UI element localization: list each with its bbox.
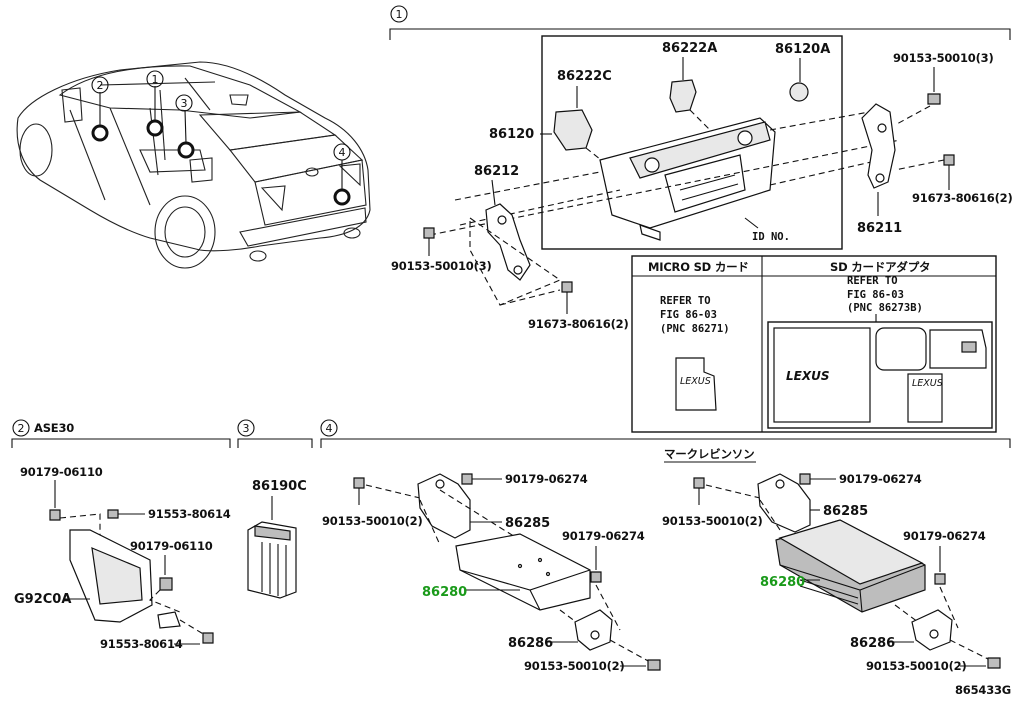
bracket-86211-shape [861, 103, 896, 189]
label-86190C: 86190C [252, 479, 307, 494]
amplifier-86280-left-shape [455, 533, 591, 611]
micro-sd-card-shape [675, 357, 717, 411]
module-86190C-shape [247, 521, 297, 599]
section-3: 3 86190C [237, 419, 313, 599]
label-s4r-nut-top: 90179-06274 [839, 472, 922, 486]
label-s4l-bolt: 90153-50010(2) [322, 514, 423, 528]
section-4-number: 4 [326, 422, 333, 435]
label-screw-bottom: 91673-80616(2) [528, 317, 629, 331]
sd-adapter-front-shape [773, 327, 871, 423]
section-4-subtitle: マークレビンソン [664, 447, 754, 461]
car-callout-1: 1 [152, 73, 159, 86]
sd-adapter-card-shape [907, 373, 943, 423]
car-illustration: 2 1 3 4 [16, 61, 371, 269]
label-bolt-left: 90153-50010(3) [391, 259, 492, 273]
sd-adapter-refer-2: FIG 86-03 [847, 289, 904, 301]
label-s2-G92C0A: G92C0A [14, 592, 71, 607]
label-bolt-top: 90153-50010(3) [893, 51, 994, 65]
micro-sd-refer-3: (PNC 86271) [660, 323, 730, 335]
bracket-86286-left-shape [574, 609, 613, 651]
label-86120: 86120 [489, 127, 534, 142]
car-location-marker-3 [177, 141, 195, 159]
label-s4l-86286: 86286 [508, 636, 553, 651]
amp-right-group: 90153-50010(2) 90179-06274 86285 86280 9… [662, 472, 1001, 673]
head-unit-box [541, 35, 843, 250]
label-s2-90179-top: 90179-06110 [20, 465, 103, 479]
label-s4l-bolt-low: 90153-50010(2) [524, 659, 625, 673]
section-1-bracket [389, 28, 1011, 40]
bolt-left-shape [423, 227, 435, 239]
sd-adapter-brand: LEXUS [786, 369, 829, 383]
label-s4r-86285: 86285 [823, 504, 868, 519]
micro-sd-brand: LEXUS [680, 376, 711, 387]
label-s4r-bolt: 90153-50010(2) [662, 514, 763, 528]
label-s4r-86286: 86286 [850, 636, 895, 651]
section-3-number: 3 [243, 422, 250, 435]
bracket-86285-left-shape [417, 473, 471, 539]
table-header-micro-sd: MICRO SD カード [648, 260, 749, 274]
label-86211: 86211 [857, 221, 902, 236]
car-callout-2: 2 [97, 79, 104, 92]
bolt-top-shape [927, 93, 941, 105]
section-2: 2 ASE30 90179-06110 91553-80614 90179-06… [11, 419, 231, 651]
label-s4r-bolt-low: 90153-50010(2) [866, 659, 967, 673]
amp-left-group: 90153-50010(2) 90179-06274 86285 86280 9… [322, 472, 661, 673]
section-1: 1 86222A 86120A 86222C 86120 ID NO. [389, 5, 1013, 433]
label-screw-right: 91673-80616(2) [912, 191, 1013, 205]
label-86120A: 86120A [775, 42, 830, 57]
label-s4l-nut-top: 90179-06274 [505, 472, 588, 486]
connector-86222C-shape [553, 109, 593, 151]
sd-adapter-open-shape [929, 329, 987, 369]
label-86212: 86212 [474, 164, 519, 179]
label-s4l-nut-right: 90179-06274 [562, 529, 645, 543]
label-s4l-86280: 86280 [422, 585, 467, 600]
car-location-marker-2 [91, 124, 109, 142]
label-86222C: 86222C [557, 69, 612, 84]
sd-adapter-card-brand: LEXUS [912, 378, 943, 389]
figure-id: 865433G [955, 683, 1011, 697]
car-location-marker-4 [333, 188, 351, 206]
bracket-86285-right-shape [757, 473, 811, 533]
sd-card-table: MICRO SD カード SD カードアダプタ REFER TO FIG 86-… [631, 255, 997, 433]
section-2-number: 2 [18, 422, 25, 435]
label-s4r-86280: 86280 [760, 575, 805, 590]
bracket-86212-shape [485, 203, 531, 281]
table-header-sd-adapter: SD カードアダプタ [830, 260, 930, 274]
label-s2-90179-mid: 90179-06110 [130, 539, 213, 553]
car-location-marker-1 [146, 119, 164, 137]
label-s2-91553-bottom: 91553-80614 [100, 637, 183, 651]
section-2-title: ASE30 [34, 421, 74, 435]
label-s2-91553-top: 91553-80614 [148, 507, 231, 521]
section-4: 4 マークレビンソン 90153-50010(2) 90179-06274 86… [320, 419, 1011, 673]
label-s4r-nut-right: 90179-06274 [903, 529, 986, 543]
car-callout-3: 3 [181, 97, 188, 110]
micro-sd-refer-2: FIG 86-03 [660, 309, 717, 321]
sd-adapter-refer-3: (PNC 86273B) [847, 302, 923, 314]
id-number-label: ID NO. [752, 231, 790, 243]
knob-86120A-shape [789, 82, 809, 102]
screw-s2-bottom-shape [202, 632, 214, 644]
section-1-number: 1 [396, 8, 403, 21]
micro-sd-refer-1: REFER TO [660, 295, 711, 307]
label-s4l-86285: 86285 [505, 516, 550, 531]
label-86222A: 86222A [662, 41, 717, 56]
sd-adapter-refer-1: REFER TO [847, 275, 898, 287]
car-callout-4: 4 [339, 146, 346, 159]
connector-86222A-shape [669, 79, 697, 113]
nut-s2-top-shape [49, 509, 61, 521]
